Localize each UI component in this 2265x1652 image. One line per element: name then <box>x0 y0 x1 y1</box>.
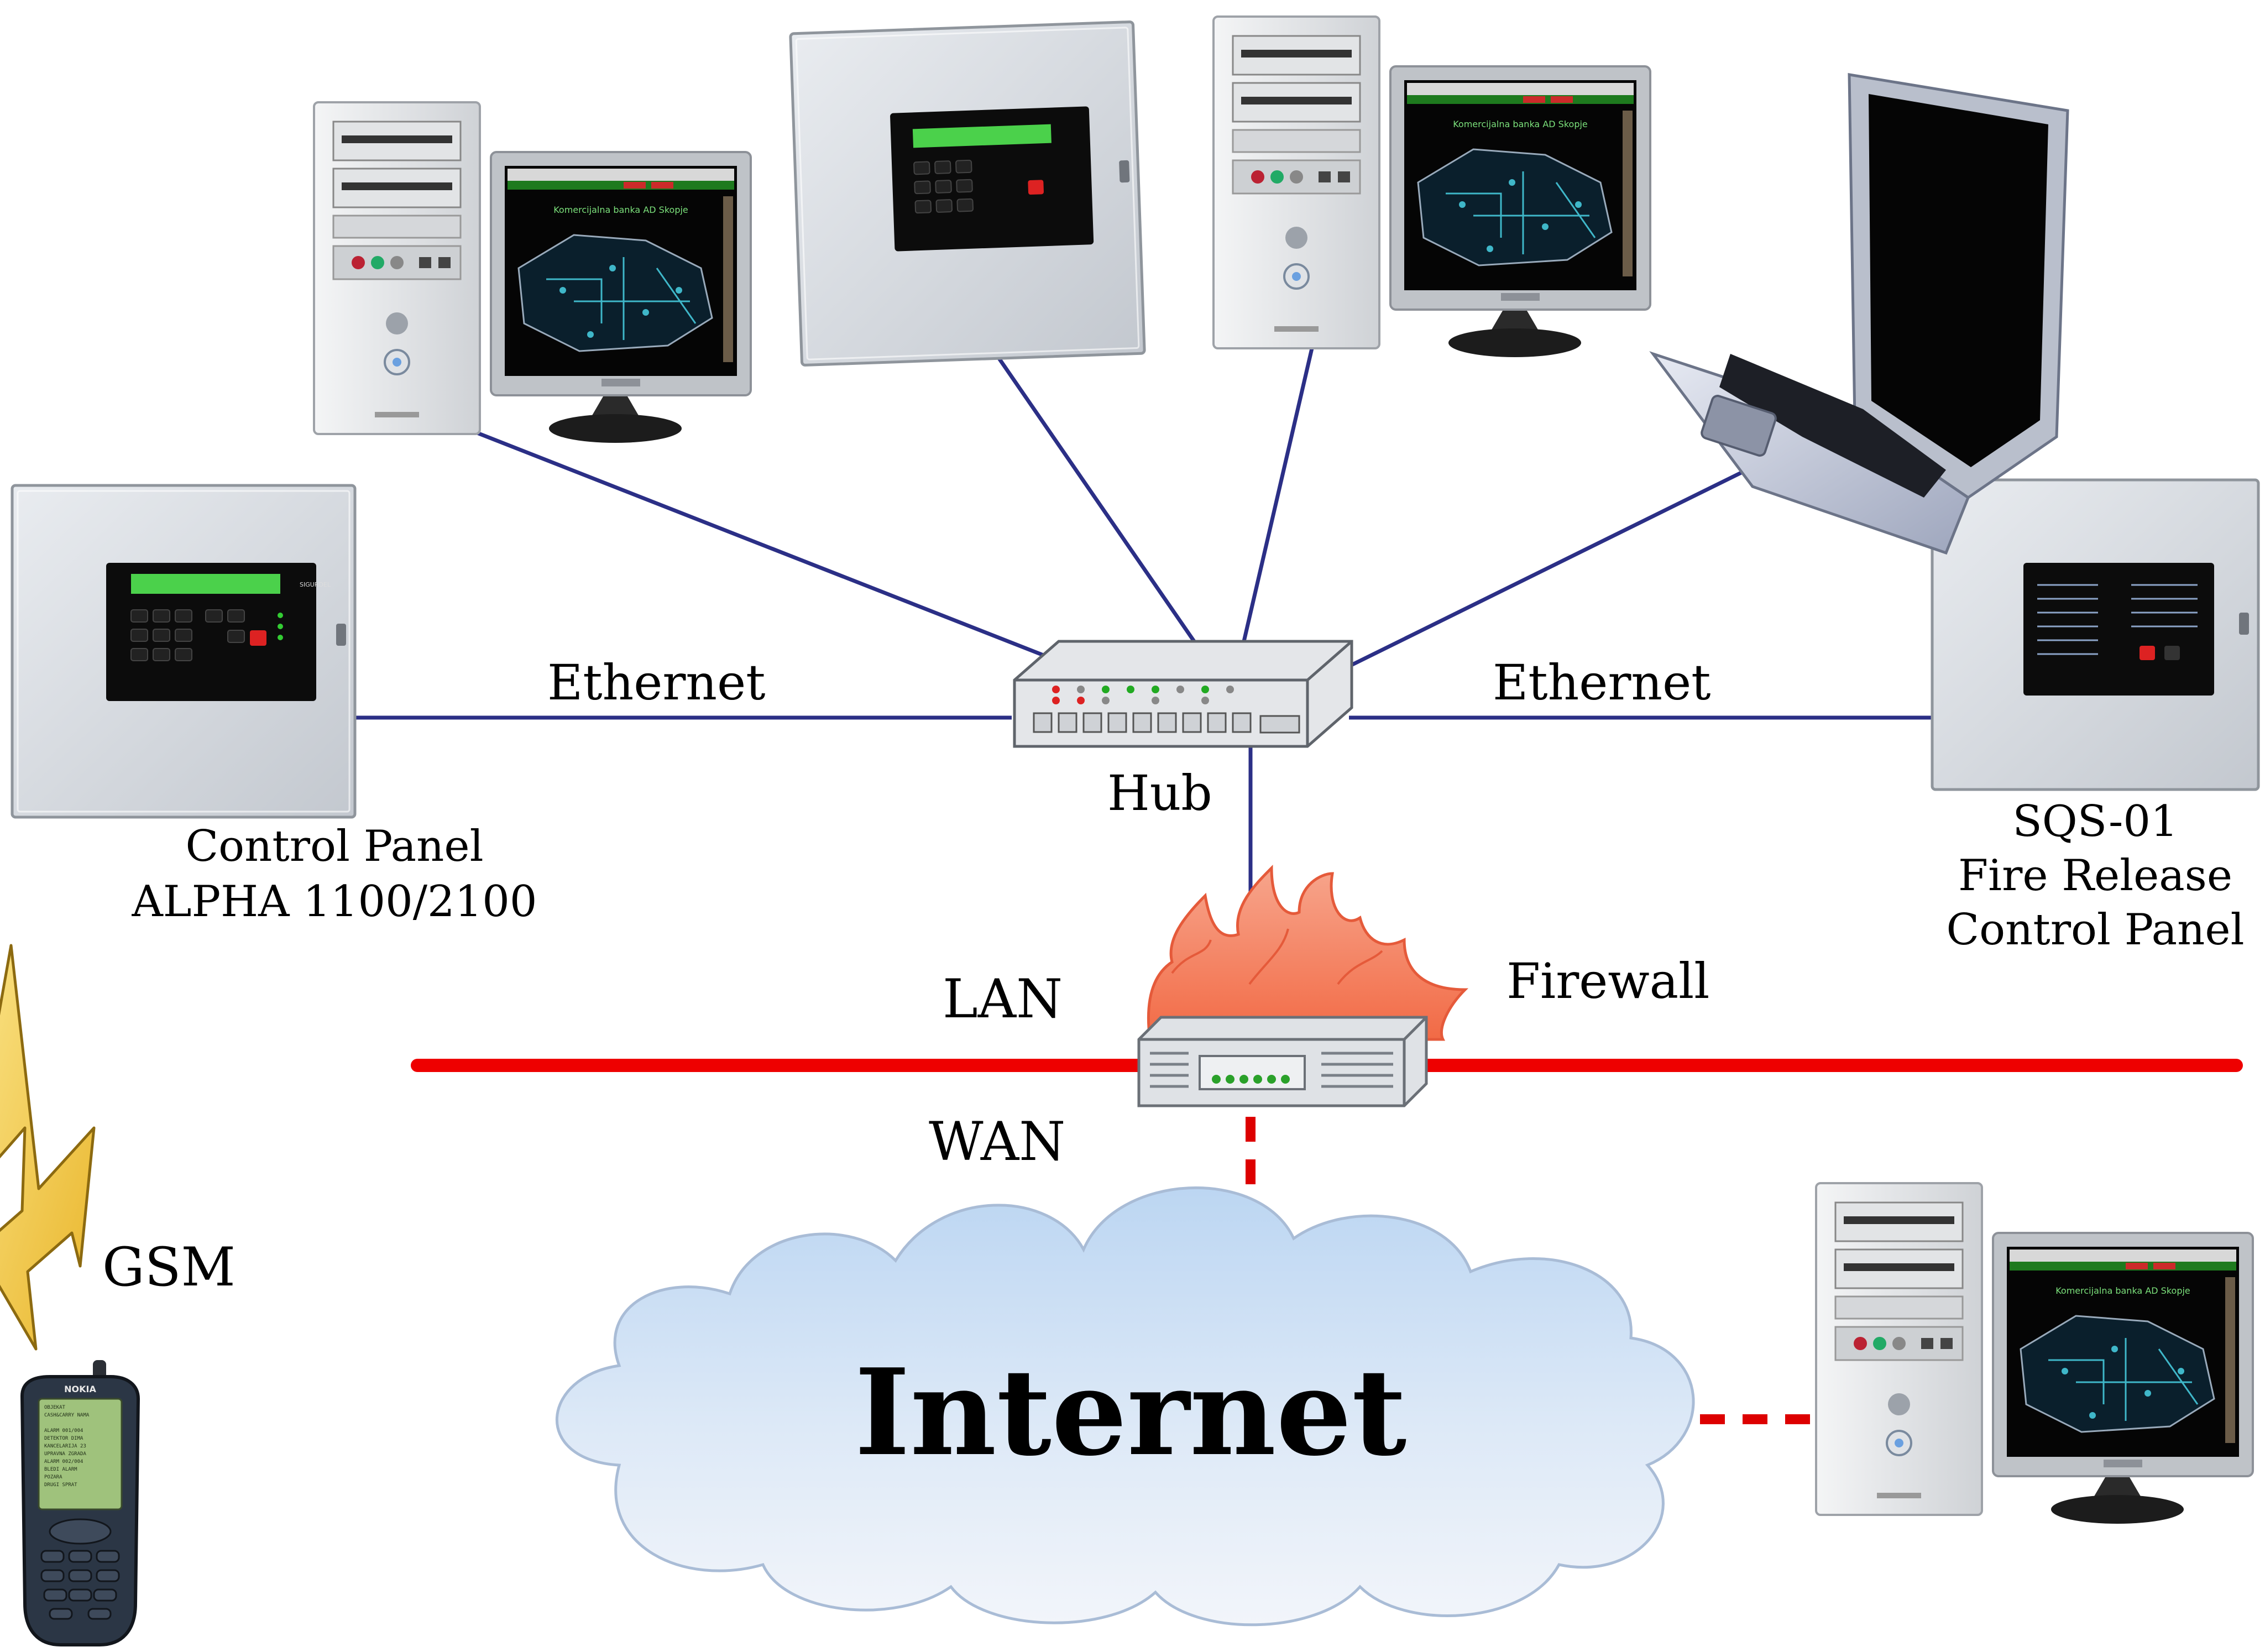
control-panel-sqs <box>1931 478 2260 791</box>
touchpad <box>1701 395 1777 457</box>
ethernet-label-right: Ethernet <box>1493 654 1711 711</box>
sqs-label-line3: Control Panel <box>1946 905 2244 955</box>
internet-label: Internet <box>855 1342 1407 1482</box>
sqs-label-line2: Fire Release <box>1958 851 2232 901</box>
workstation-1 <box>313 101 752 444</box>
workstation-3 <box>1815 1182 2254 1525</box>
sqs-label-line1: SQS-01 <box>2012 797 2178 846</box>
ethernet-label-left: Ethernet <box>547 654 766 711</box>
firewall-label: Firewall <box>1506 953 1709 1010</box>
sqs-display <box>2023 563 2214 696</box>
phone-line: KANCELARIJA 23 <box>44 1444 86 1449</box>
gsm-label: GSM <box>102 1236 236 1298</box>
phone-line: DRUGI SPRAT <box>44 1482 77 1488</box>
phone-line: ALARM 001/004 <box>44 1428 83 1434</box>
lan-label: LAN <box>943 968 1063 1030</box>
lightning-bolt-icon <box>0 944 96 1351</box>
hub <box>1013 640 1353 748</box>
laptop <box>1649 73 2069 555</box>
flame-icon <box>1147 864 1469 1041</box>
screen-title-2: Komercijalna banka AD Skopje <box>1453 119 1588 129</box>
screen-title-3: Komercijalna banka AD Skopje <box>2055 1285 2190 1296</box>
hub-leds <box>1052 686 1234 704</box>
phone-line: BLEDI ALARM <box>44 1467 77 1472</box>
phone-line: OBJEKAT <box>44 1405 66 1410</box>
cable-ws2 <box>1242 331 1318 642</box>
mobile-phone: NOKIA OBJEKAT CASH&CARRY NAMA ALARM 001/… <box>20 1360 140 1646</box>
workstation-2 <box>1212 15 1651 358</box>
control-panel-label-line2: ALPHA 1100/2100 <box>131 877 537 927</box>
panel-brand: SIGURDEL <box>300 581 331 588</box>
phone-line: POZARA <box>44 1475 62 1480</box>
control-panel-alpha: SIGURDEL <box>12 485 355 817</box>
hub-label: Hub <box>1107 765 1212 822</box>
phone-screen <box>38 1398 123 1510</box>
ethernet-cables <box>354 320 1938 940</box>
phone-line: ALARM 002/004 <box>44 1459 83 1465</box>
control-panel-top <box>791 22 1145 365</box>
hub-ports <box>1033 712 1300 734</box>
firewall <box>1137 864 1469 1107</box>
screen-title-1: Komercijalna banka AD Skopje <box>553 205 688 215</box>
control-panel-label-line1: Control Panel <box>185 822 483 871</box>
internet-cloud: Internet <box>556 1186 1695 1627</box>
panel-display <box>106 563 316 701</box>
cable-laptop <box>1342 457 1770 671</box>
firewall-display <box>1199 1055 1306 1090</box>
cable-ws1 <box>458 424 1052 660</box>
phone-line: UPRAVNA ZGRADA <box>44 1451 86 1457</box>
phone-line: DETEKTOR DIMA <box>44 1436 83 1441</box>
phone-brand: NOKIA <box>64 1384 96 1394</box>
phone-line: CASH&CARRY NAMA <box>44 1413 90 1418</box>
wan-label: WAN <box>929 1111 1065 1173</box>
cable-top-panel <box>971 320 1196 642</box>
